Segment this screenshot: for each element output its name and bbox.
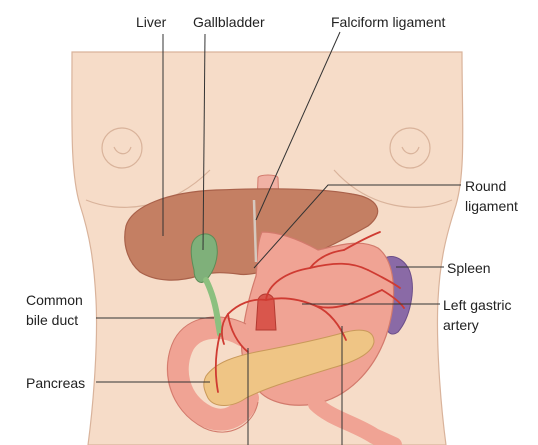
label-round-ligament-line-2: ligament — [465, 198, 518, 214]
label-left-gastric-artery-line-2: artery — [443, 317, 479, 333]
label-common-bile-duct-line-1: Common — [26, 292, 83, 308]
label-left-gastric-artery: Left gastric artery — [443, 295, 511, 335]
label-liver: Liver — [136, 14, 167, 30]
right-nipple — [389, 127, 431, 169]
label-round-ligament-line-1: Round — [465, 178, 507, 194]
leader-gallbladder — [202, 33, 206, 251]
right-breast-contour — [333, 169, 453, 208]
left-nipple — [101, 127, 143, 169]
leader-round-ligament — [253, 184, 461, 269]
label-common-bile-duct-line-2: bile duct — [26, 312, 79, 328]
aorta — [255, 293, 277, 331]
arteries — [214, 231, 405, 393]
falciform-ligament — [252, 199, 258, 263]
pancreas — [203, 329, 375, 406]
small-intestine — [308, 396, 402, 445]
label-left-gastric-artery-line-1: Left gastric — [443, 297, 512, 313]
label-falciform-ligament: Falciform ligament — [331, 14, 446, 30]
label-common-bile-duct: Common bile duct — [26, 290, 83, 330]
leader-lines — [96, 31, 461, 445]
label-pancreas: Pancreas — [26, 375, 86, 391]
label-spleen: Spleen — [447, 260, 491, 276]
leader-falciform-ligament — [255, 31, 341, 221]
duodenum — [166, 316, 259, 431]
label-round-ligament: Round ligament — [465, 176, 518, 216]
label-gallbladder: Gallbladder — [193, 14, 265, 30]
common-bile-duct — [203, 277, 223, 337]
